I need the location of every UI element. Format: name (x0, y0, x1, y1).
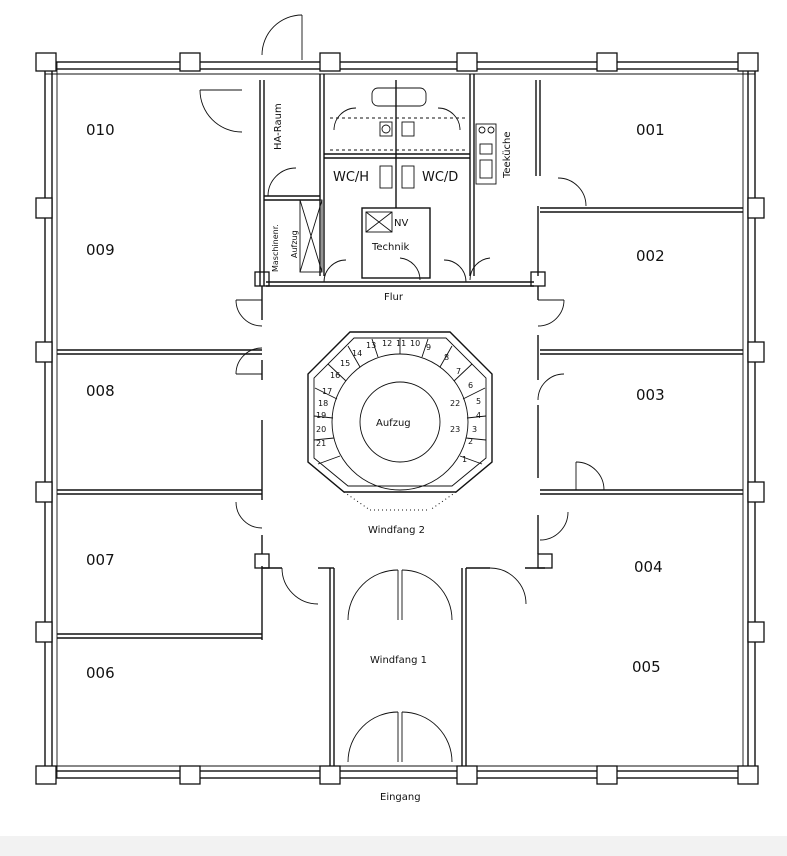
room-001-label: 001 (636, 121, 665, 139)
stair-number: 20 (316, 425, 326, 434)
ha-raum-label: HA-Raum (273, 103, 284, 150)
room-010-label: 010 (86, 121, 115, 139)
wc-d-label: WC/D (422, 170, 458, 185)
aufzug-label: Aufzug (376, 418, 411, 429)
flur-label: Flur (384, 292, 404, 303)
stair-number: 11 (396, 339, 406, 348)
stairwell (307, 331, 493, 511)
stair-number: 5 (476, 397, 481, 406)
nv-label: NV (394, 218, 408, 229)
doors (199, 14, 605, 763)
room-004-label: 004 (634, 558, 663, 576)
stair-number: 13 (366, 341, 376, 350)
pillars (35, 52, 765, 785)
room-002-label: 002 (636, 247, 665, 265)
room-009-label: 009 (86, 241, 115, 259)
room-006-label: 006 (86, 664, 115, 682)
stair-number: 1 (462, 455, 467, 464)
core-rooms (264, 74, 534, 287)
stair-number: 4 (476, 411, 481, 420)
room-008-label: 008 (86, 382, 115, 400)
wc-h-label: WC/H (333, 170, 369, 185)
stair-number: 8 (444, 353, 449, 362)
stair-number: 16 (330, 371, 340, 380)
aufzug-shaft-label: Aufzug (290, 230, 299, 258)
eingang-label: Eingang (380, 792, 421, 803)
stair-number: 9 (426, 343, 431, 352)
stair-number: 3 (472, 425, 477, 434)
stair-number: 12 (382, 339, 392, 348)
stair-number: 2 (468, 437, 473, 446)
left-offices (57, 80, 335, 766)
room-007-label: 007 (86, 551, 115, 569)
stair-number: 22 (450, 399, 460, 408)
stair-treads (313, 338, 487, 465)
room-005-label: 005 (632, 658, 661, 676)
maschinenraum-label: Maschinenr. (271, 224, 280, 272)
stair-number: 7 (456, 367, 461, 376)
outer-walls (44, 61, 756, 779)
stair-number: 21 (316, 439, 326, 448)
windfang-1-label: Windfang 1 (370, 655, 427, 666)
stair-number: 14 (352, 349, 362, 358)
technik-label: Technik (371, 242, 410, 253)
stair-number: 19 (316, 411, 326, 420)
stair-number: 10 (410, 339, 420, 348)
stair-number: 6 (468, 381, 473, 390)
stair-number: 15 (340, 359, 350, 368)
windfang-2-label: Windfang 2 (368, 525, 425, 536)
stair-step-numbers: 1 2 3 4 5 6 7 8 9 10 11 12 13 14 15 16 1… (316, 339, 481, 464)
stair-number: 23 (450, 425, 460, 434)
stair-number: 18 (318, 399, 328, 408)
bottom-strip (0, 836, 787, 856)
stair-number: 17 (322, 387, 332, 396)
right-offices (461, 80, 743, 766)
room-003-label: 003 (636, 386, 665, 404)
teekueche-label: Teeküche (502, 131, 513, 179)
